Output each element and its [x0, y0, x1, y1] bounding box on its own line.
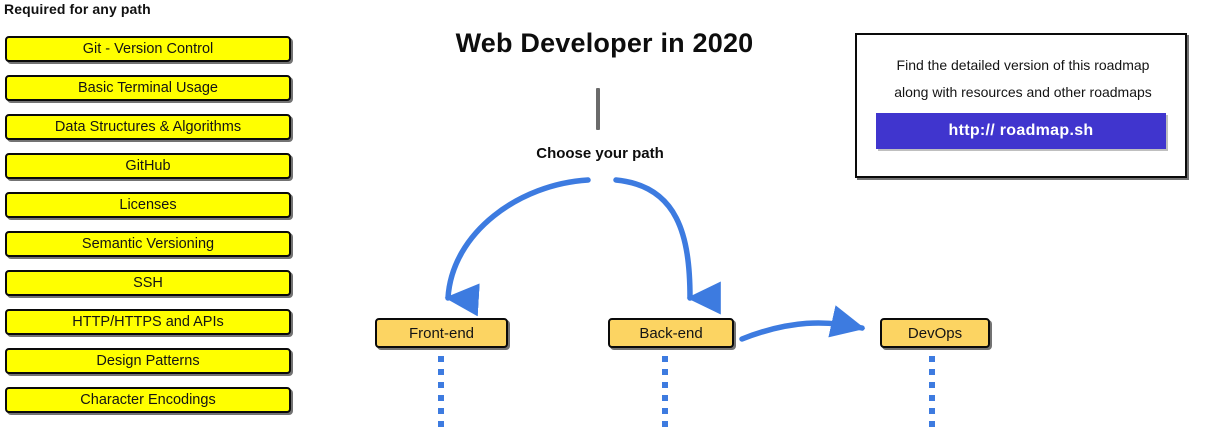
- required-topic-label: Character Encodings: [80, 391, 216, 408]
- required-topic-licenses[interactable]: Licenses: [5, 192, 291, 218]
- required-topic-label: Data Structures & Algorithms: [54, 118, 242, 135]
- path-box-label: Back-end: [639, 324, 703, 342]
- required-topic-character-encodings[interactable]: Character Encodings: [5, 387, 291, 413]
- choose-path-label: Choose your path: [536, 145, 664, 162]
- required-topic-ssh[interactable]: SSH: [5, 270, 291, 296]
- info-box-line-2: along with resources and other roadmaps: [894, 84, 1152, 100]
- title-stem-connector: [596, 88, 600, 130]
- roadmap-link-button[interactable]: http:// roadmap.sh: [876, 113, 1166, 149]
- arrow-backend-to-devops: [739, 305, 866, 342]
- required-topic-list: Git - Version Control Basic Terminal Usa…: [5, 36, 291, 426]
- required-topic-label: Semantic Versioning: [81, 235, 215, 252]
- arrow-to-backend: [613, 177, 721, 315]
- dotted-continuation-frontend: [438, 356, 444, 434]
- required-topic-github[interactable]: GitHub: [5, 153, 291, 179]
- path-box-label: Front-end: [408, 324, 475, 342]
- required-topic-http-apis[interactable]: HTTP/HTTPS and APIs: [5, 309, 291, 335]
- path-box-frontend[interactable]: Front-end: [375, 318, 508, 348]
- dotted-continuation-backend: [662, 356, 668, 434]
- info-box: Find the detailed version of this roadma…: [855, 33, 1187, 178]
- path-box-label: DevOps: [907, 324, 963, 342]
- roadmap-link-label: http:// roadmap.sh: [948, 122, 1094, 139]
- required-topic-terminal[interactable]: Basic Terminal Usage: [5, 75, 291, 101]
- required-topic-git[interactable]: Git - Version Control: [5, 36, 291, 62]
- required-topic-label: HTTP/HTTPS and APIs: [72, 313, 224, 330]
- path-box-devops[interactable]: DevOps: [880, 318, 990, 348]
- required-topic-data-structures[interactable]: Data Structures & Algorithms: [5, 114, 291, 140]
- arrow-to-frontend: [444, 177, 591, 317]
- required-topic-label: Basic Terminal Usage: [78, 79, 218, 96]
- required-topic-label: SSH: [133, 274, 163, 291]
- required-topic-semantic-versioning[interactable]: Semantic Versioning: [5, 231, 291, 257]
- required-section-header: Required for any path: [4, 1, 151, 17]
- required-topic-label: Git - Version Control: [82, 40, 214, 57]
- required-topic-label: Licenses: [119, 196, 177, 213]
- page-title-text: Web Developer in 2020: [455, 28, 754, 58]
- info-box-line-1: Find the detailed version of this roadma…: [896, 57, 1150, 73]
- required-topic-design-patterns[interactable]: Design Patterns: [5, 348, 291, 374]
- dotted-continuation-devops: [929, 356, 935, 434]
- required-topic-label: Design Patterns: [96, 352, 200, 369]
- path-box-backend[interactable]: Back-end: [608, 318, 734, 348]
- required-topic-label: GitHub: [125, 157, 171, 174]
